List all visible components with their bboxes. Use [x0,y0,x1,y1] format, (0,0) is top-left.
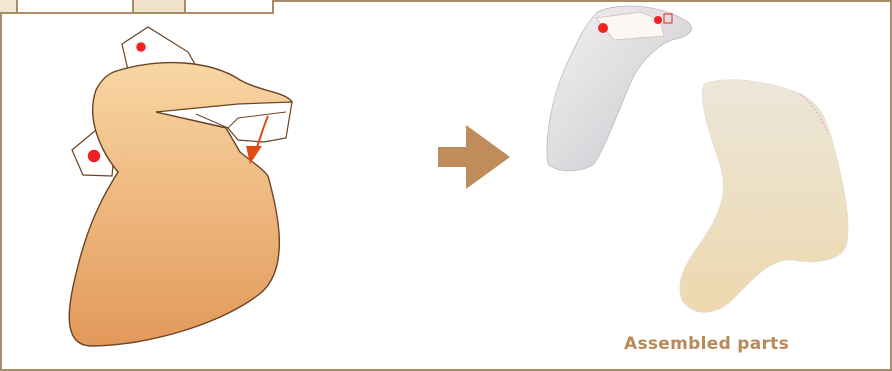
assembled-part-cream-edge [799,93,829,135]
fold-direction-arrowhead [246,146,262,164]
glue-dot-top [134,40,148,54]
tab-4 [186,0,272,12]
right-arrow-icon [438,125,510,189]
tab-1 [0,0,18,12]
glue-dot-grey-left [598,23,608,33]
assembled-part-grey-tab [595,11,665,41]
glue-mark-grey [663,13,673,24]
part-body [68,61,294,347]
assembled-part-grey [546,5,692,172]
folded-flap [155,101,293,143]
glue-tab-top [121,26,198,71]
assembled-parts [546,5,849,313]
assembled-part-cream [679,79,849,313]
flat-template [68,26,294,347]
flap-fold-line [195,111,287,129]
assembled-parts-caption: Assembled parts [624,334,790,354]
glue-dot-grey-right [654,16,662,24]
glue-dot-left [86,148,102,164]
top-tab-strip [0,0,274,14]
tab-3 [134,0,186,12]
tab-2 [18,0,134,12]
